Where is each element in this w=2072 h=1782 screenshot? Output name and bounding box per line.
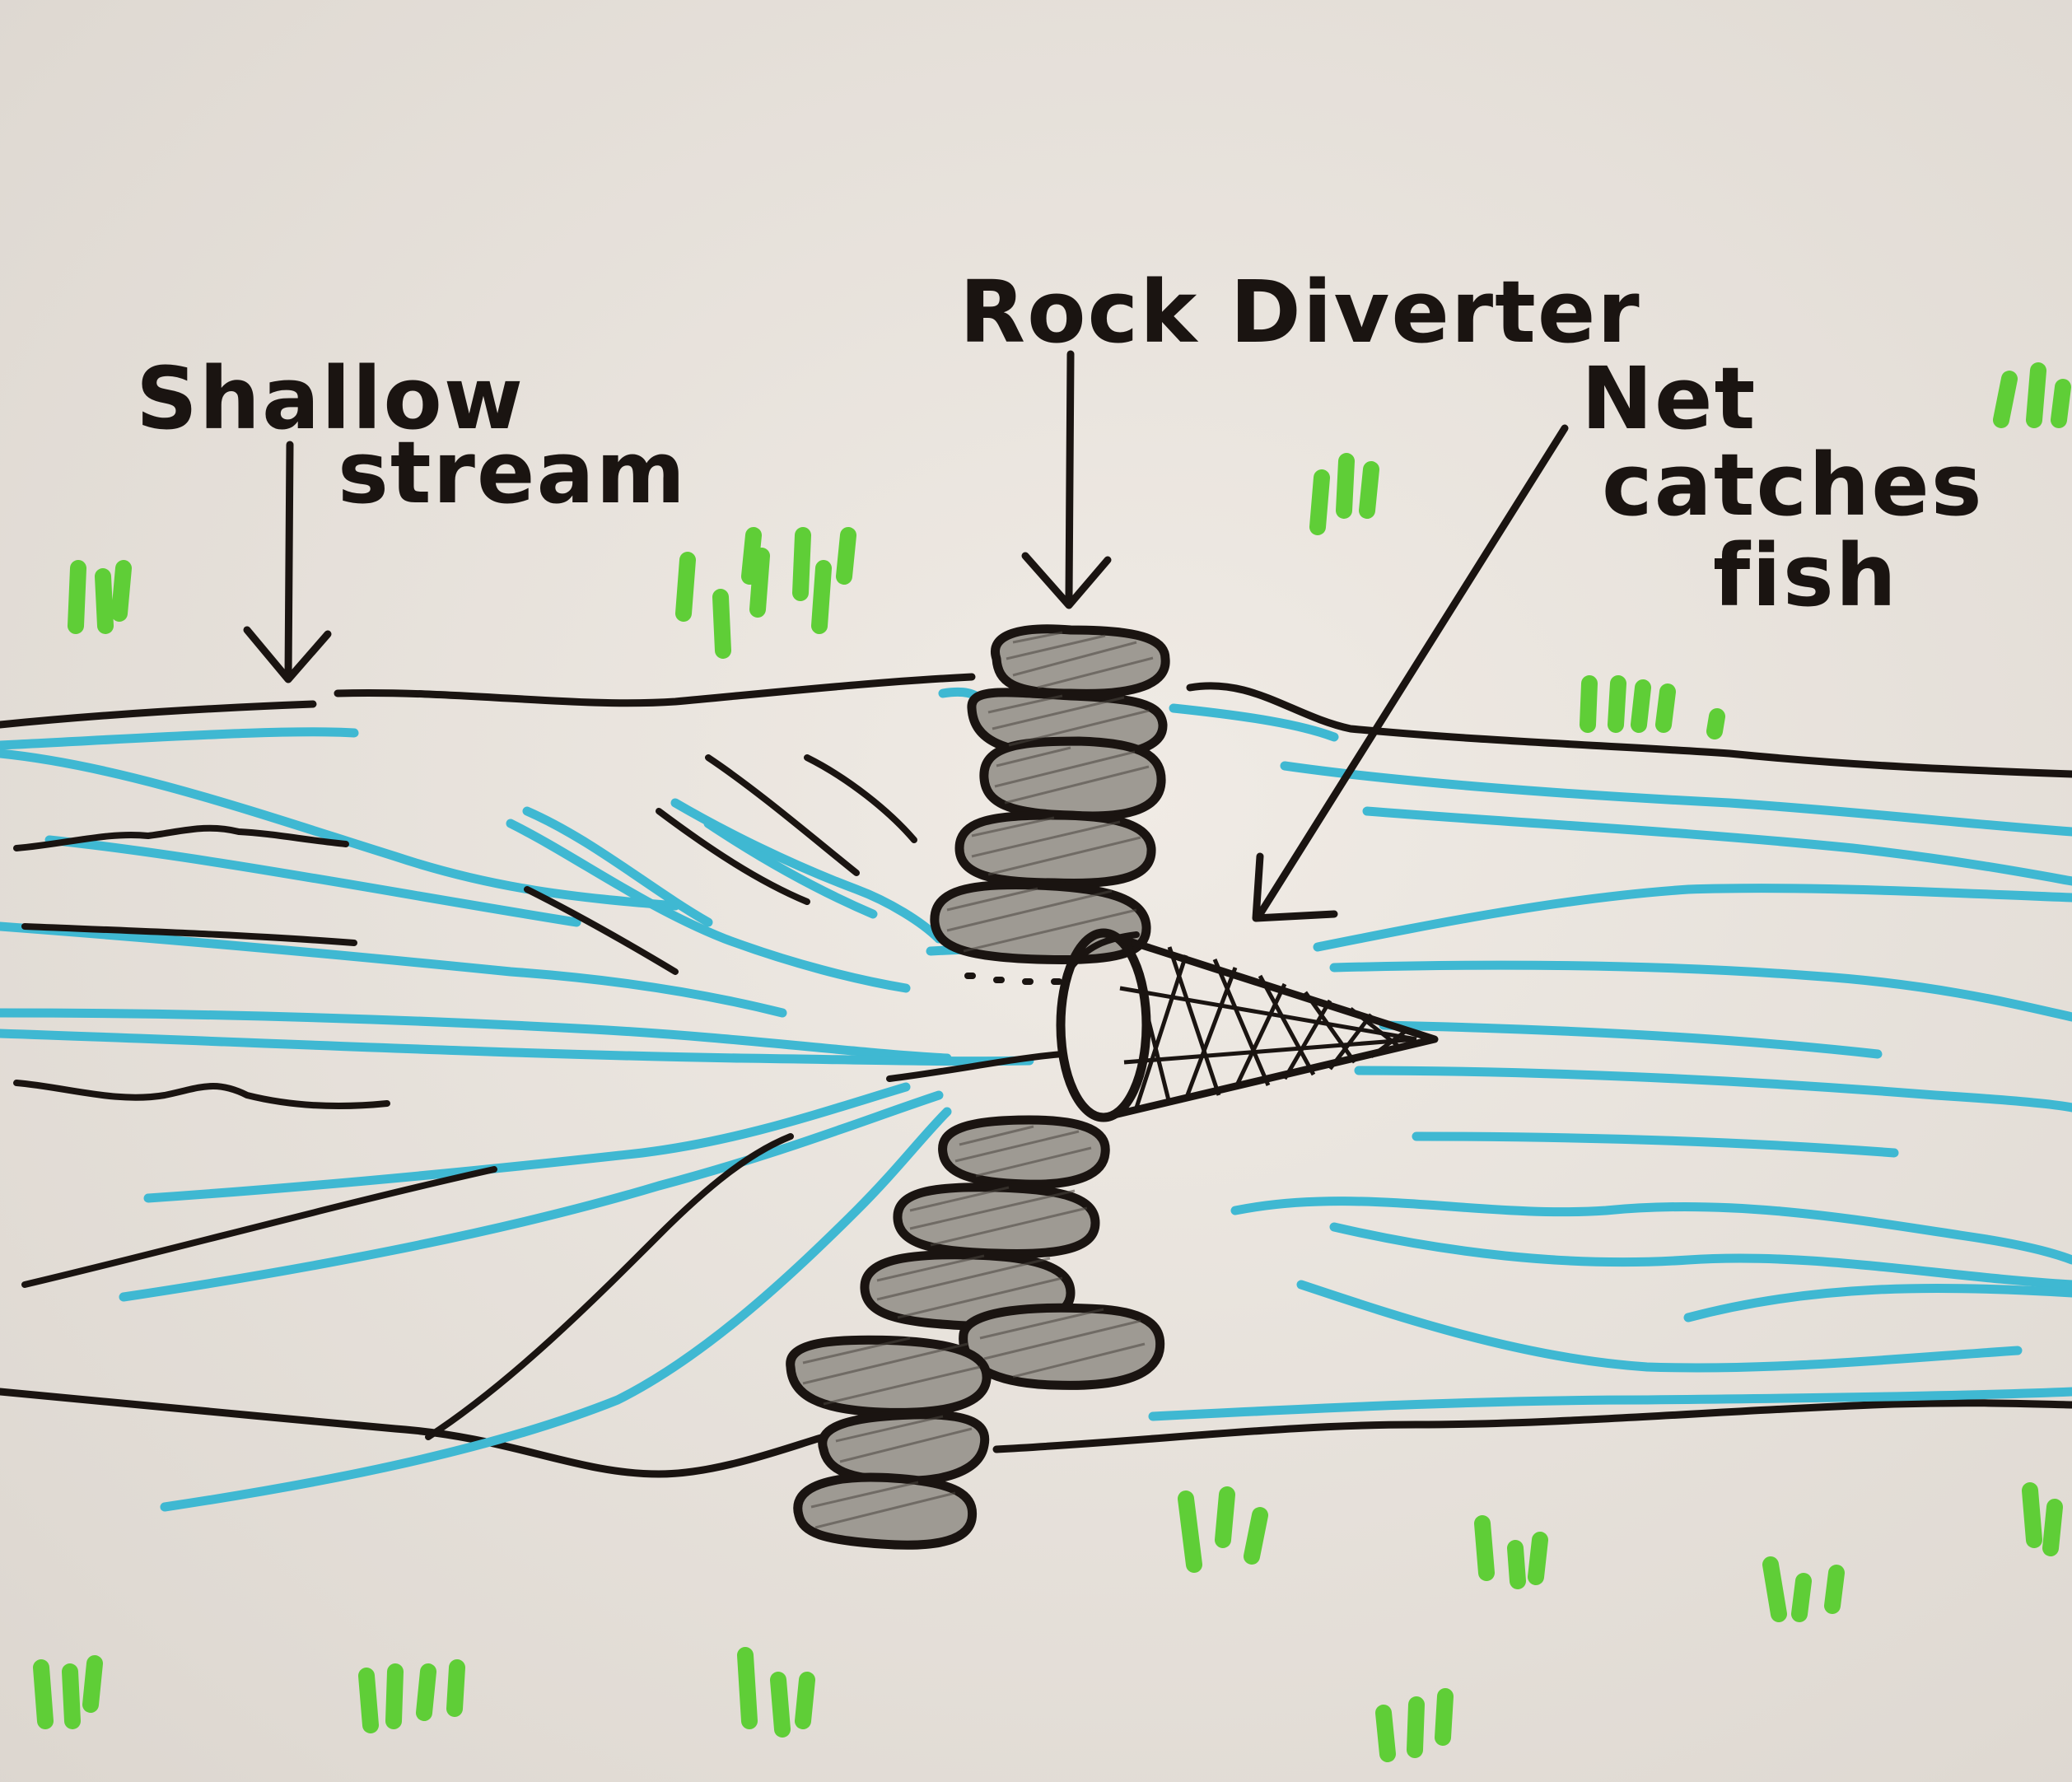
ripple-line — [524, 886, 679, 975]
ripple-line — [13, 1080, 390, 1109]
rock-hatching — [946, 631, 1154, 953]
net-handle — [1067, 931, 1140, 971]
ripple-line — [21, 1166, 497, 1288]
rock — [786, 1335, 992, 1417]
water-line — [44, 835, 581, 927]
ripple-line — [964, 973, 1062, 985]
shallow-stream-arrow — [243, 441, 332, 683]
fish-label: fish — [1713, 525, 1898, 626]
stream-label: stream — [338, 422, 687, 523]
water-line — [522, 806, 713, 927]
grass-tuft — [1580, 675, 1725, 739]
water-line — [1362, 806, 2072, 886]
net-label: Net — [1581, 348, 1757, 449]
rock-diverter-upper — [930, 624, 1170, 965]
grass-tuft — [1309, 453, 1379, 535]
ripple-line — [13, 824, 349, 851]
water-line — [1296, 1280, 2023, 1373]
water-line — [1169, 703, 1339, 742]
grass-tuft — [1762, 1556, 1845, 1622]
rock-diverter-lower — [786, 1115, 1165, 1550]
grass-tuft — [675, 527, 770, 659]
water-line — [0, 749, 680, 911]
ripple-line — [425, 1133, 794, 1440]
grass-tuft — [33, 1655, 103, 1729]
shallow-label: Shallow — [136, 348, 525, 449]
fishing-net — [1056, 928, 1439, 1122]
catches-label: catches — [1602, 435, 1984, 535]
grass-tuft — [1993, 362, 2071, 428]
rock — [954, 810, 1156, 888]
water-line — [0, 727, 359, 750]
grass-tuft — [737, 1647, 815, 1738]
water-line — [703, 819, 878, 919]
water-line — [1354, 1066, 2072, 1113]
water-line — [1148, 1387, 2072, 1421]
water-line — [1329, 960, 2072, 1022]
rock-diverter-arrow — [1021, 350, 1112, 609]
grass-tufts — [33, 362, 2071, 1762]
water-line — [506, 819, 911, 993]
water-line — [160, 1107, 952, 1512]
grass-tuft — [68, 560, 132, 634]
water-line — [1329, 1222, 2072, 1290]
ripple-line — [886, 1051, 1066, 1082]
water-line — [1412, 1131, 1899, 1158]
water-line — [143, 1082, 911, 1203]
water-line — [1230, 1197, 2072, 1265]
net-arrow — [1252, 424, 1569, 922]
net-outline — [1099, 929, 1439, 1122]
water-line — [1379, 1020, 1883, 1059]
water-line — [1280, 761, 2072, 837]
water-line — [0, 921, 787, 1018]
rock-hatching — [802, 1125, 1146, 1529]
ripple-line — [21, 923, 357, 946]
water-line — [0, 1008, 952, 1063]
rock — [930, 879, 1151, 965]
net-mesh — [1119, 938, 1417, 1108]
ink-flow-lines — [13, 754, 1066, 1440]
grass-tuft — [1178, 1486, 1268, 1573]
ripple-line — [656, 808, 810, 905]
water-line — [119, 1090, 944, 1302]
water-line — [1683, 1283, 2072, 1323]
rock — [893, 1183, 1100, 1258]
grass-tuft — [1375, 1688, 1454, 1762]
ripple-line — [705, 754, 860, 876]
ripple-line — [804, 754, 917, 843]
rock-diverter-label: Rock Diverter — [959, 262, 1641, 362]
grass-tuft — [1474, 1515, 1548, 1589]
stream-top-bank — [0, 673, 2072, 778]
grass-tuft — [358, 1659, 465, 1733]
grass-tuft — [792, 527, 856, 634]
water-line — [1313, 884, 2072, 952]
water-line — [0, 1029, 1034, 1066]
grass-tuft — [2022, 1482, 2063, 1556]
